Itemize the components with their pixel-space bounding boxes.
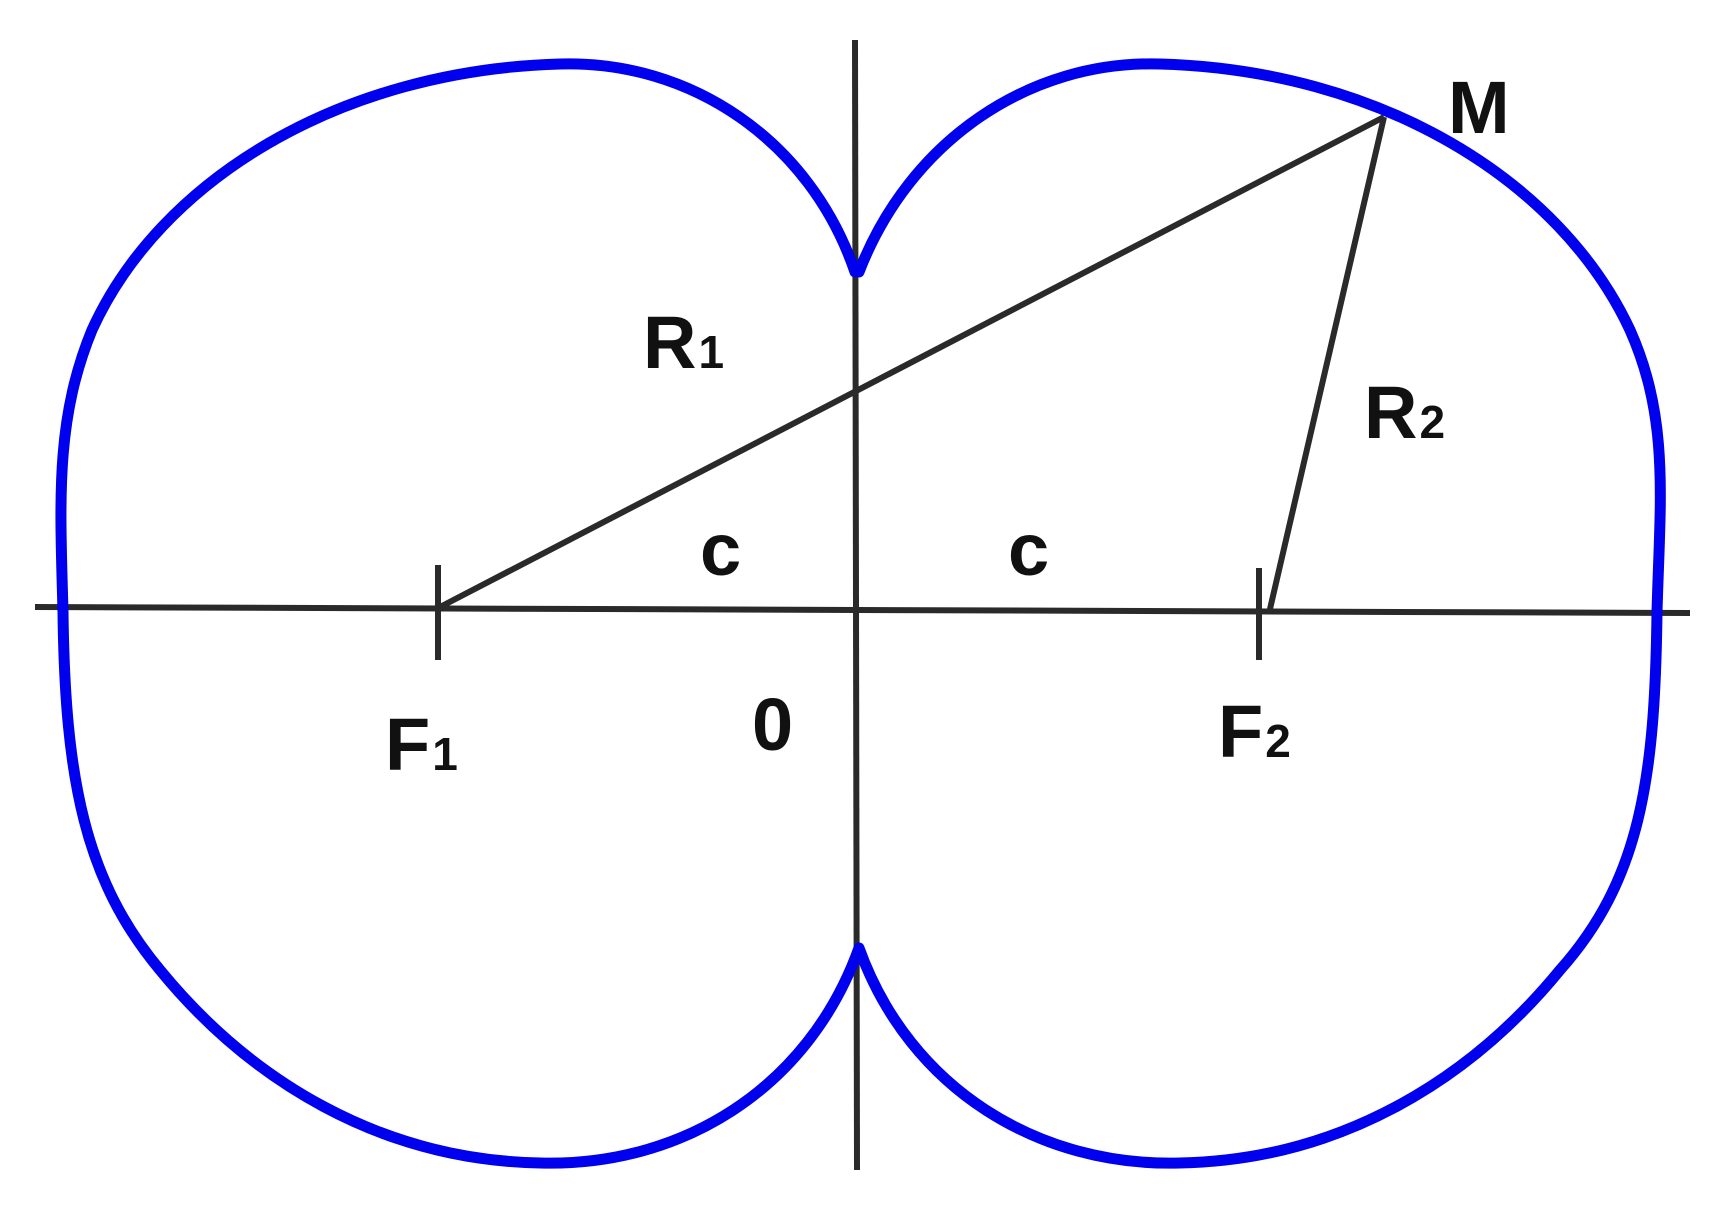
x-axis (34, 604, 1691, 616)
focus-2-label-subscript: 2 (1265, 715, 1291, 767)
point-m-label: M (1448, 66, 1510, 149)
focus-2-label: F2 (1218, 690, 1291, 773)
radius-1-label-base: R (643, 301, 696, 384)
radius-1-label-subscript: 1 (698, 326, 724, 378)
focus-2-label-base: F (1218, 690, 1263, 773)
origin-label: 0 (752, 683, 793, 766)
cassini-oval-curve (55, 58, 1666, 1169)
focus-1-label: F1 (385, 703, 458, 786)
focus-1-label-base: F (385, 703, 430, 786)
radius-1-line (438, 114, 1386, 610)
distance-left-label: c (700, 508, 741, 591)
radius-2-label-subscript: 2 (1419, 396, 1445, 448)
radius-2-line (1267, 116, 1387, 610)
distance-right-label: c (1008, 508, 1049, 591)
focus-1-label-subscript: 1 (432, 728, 458, 780)
radius-2-label-base: R (1364, 371, 1417, 454)
radius-1-label: R1 (643, 301, 724, 384)
radius-2-label: R2 (1364, 371, 1445, 454)
y-axis (852, 39, 860, 1171)
